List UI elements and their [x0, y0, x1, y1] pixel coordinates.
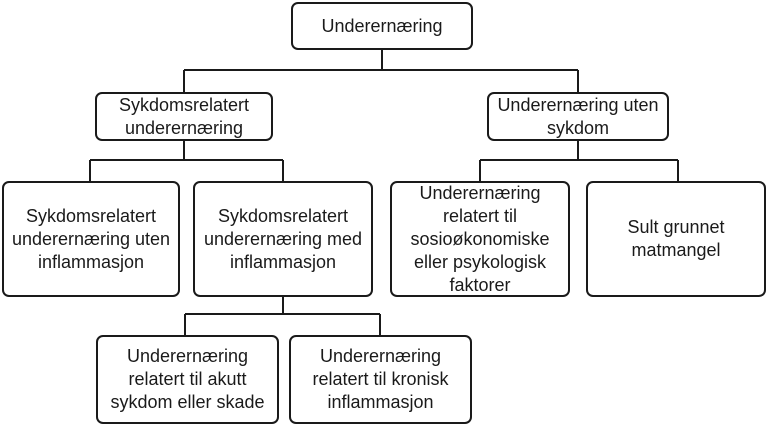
node-label: Underernæring relatert til kronisk infla…	[312, 346, 449, 412]
node-label: Underernæring relatert til akutt sykdom …	[110, 346, 265, 412]
node-chronic: Underernæring relatert til kronisk infla…	[289, 335, 472, 424]
node-socioeconomic: Underernæring relatert til sosioøkonomis…	[390, 181, 570, 297]
node-no-inflammation: Sykdomsrelatert underernæring uten infla…	[2, 181, 180, 297]
node-label: Underernæring uten sykdom	[497, 94, 659, 138]
node-label: Sykdomsrelatert underernæring med inflam…	[203, 205, 363, 272]
node-label: Sykdomsrelatert underernæring uten infla…	[11, 205, 171, 272]
node-label: Sykdomsrelatert underernæring	[118, 94, 250, 138]
node-without-disease: Underernæring uten sykdom	[487, 92, 669, 141]
node-label: Sult grunnet matmangel	[627, 217, 725, 260]
node-starvation: Sult grunnet matmangel	[586, 181, 766, 297]
node-root: Underernæring	[291, 2, 473, 50]
node-with-inflammation: Sykdomsrelatert underernæring med inflam…	[193, 181, 373, 297]
node-acute: Underernæring relatert til akutt sykdom …	[96, 335, 279, 424]
node-label: Underernæring	[321, 15, 443, 36]
node-disease-related: Sykdomsrelatert underernæring	[95, 92, 273, 141]
node-label: Underernæring relatert til sosioøkonomis…	[410, 182, 550, 295]
